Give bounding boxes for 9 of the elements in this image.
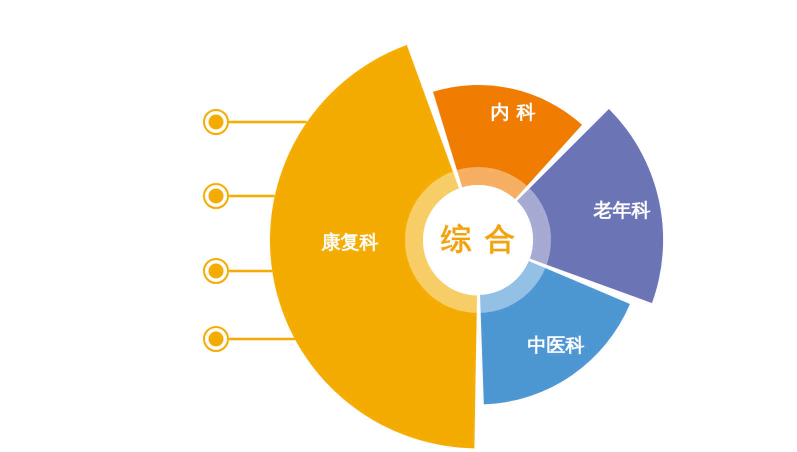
- connector-line: [229, 270, 272, 272]
- segment-label: 中医科: [527, 336, 584, 356]
- connector-line: [229, 120, 307, 124]
- segment-label: 内 科: [490, 103, 536, 122]
- segment-label: 老年科: [593, 201, 650, 220]
- segment-label: 康复科: [321, 233, 378, 252]
- connector-line: [229, 338, 296, 340]
- center-label: 综 合: [440, 225, 516, 255]
- connector-line: [229, 194, 275, 198]
